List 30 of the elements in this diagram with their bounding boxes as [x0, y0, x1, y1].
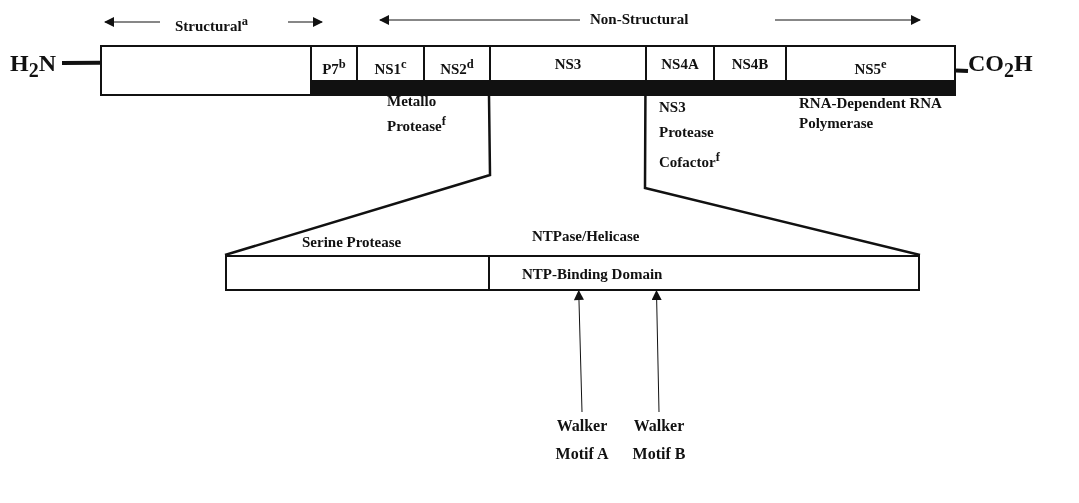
motif-label: Walker Motif B — [632, 416, 686, 464]
arrow — [573, 290, 584, 413]
segment-label: NS5$^{e}$ — [853, 56, 888, 78]
protein-segment — [713, 45, 787, 96]
protein-segment — [489, 45, 647, 96]
function-label: RNA-Dependent RNA Polymerase — [799, 94, 943, 133]
domain-label: Serine Protease — [302, 233, 402, 251]
segment-label: NS2$^{d}$ — [439, 56, 475, 78]
connector-line — [955, 68, 969, 74]
domain-label: NTP-Binding Domain — [522, 265, 663, 283]
expansion-line — [643, 96, 921, 257]
terminus-label: CO$_{2}$H — [968, 49, 1033, 83]
protein-segment — [310, 45, 358, 96]
arrow — [651, 290, 662, 413]
segment-label: NS4B — [730, 55, 770, 73]
terminus-label: H$_{2}$N — [10, 49, 56, 83]
function-label: Metallo Protease$^{f}$ — [387, 92, 447, 136]
segment-label: NS1$^{c}$ — [373, 56, 408, 78]
region-label: Non-Structural — [590, 10, 689, 28]
segment-label: P7$^{b}$ — [321, 56, 347, 78]
function-label: NS3 Protease Cofactor$^{f}$ — [659, 98, 721, 172]
domain-label: NTPase/Helicase — [532, 227, 640, 245]
segment-label: NS3 — [553, 55, 583, 73]
connector-line — [62, 60, 100, 65]
motif-label: Walker Motif A — [555, 416, 609, 464]
protein-segment — [356, 45, 425, 96]
region-label: Structural$^{a}$ — [175, 13, 248, 35]
expansion-line — [224, 96, 492, 257]
protein-segment — [100, 45, 312, 96]
segment-label: NS4A — [660, 55, 700, 73]
